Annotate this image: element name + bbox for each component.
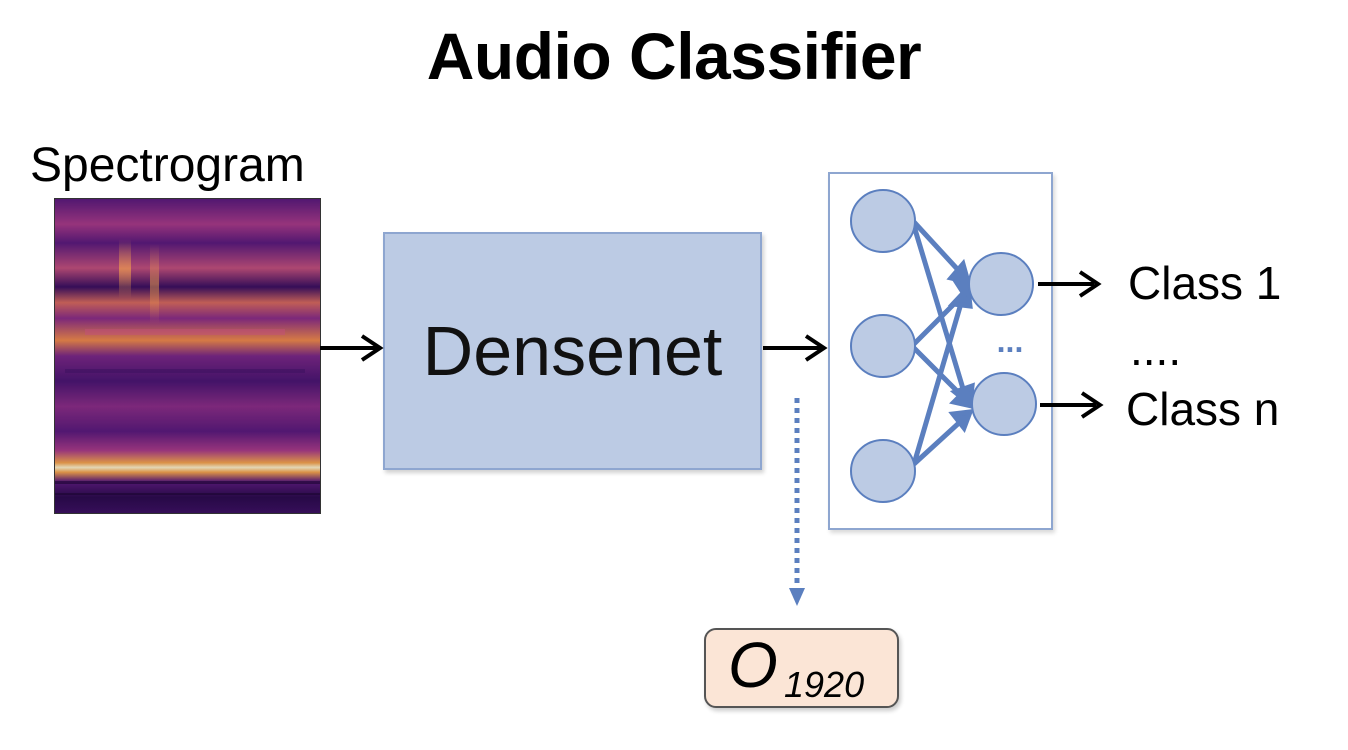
network-ellipsis: ...	[997, 323, 1024, 359]
output-node-n	[971, 372, 1037, 436]
output-subscript: 1920	[784, 664, 865, 705]
densenet-to-output-dotted-arrow	[789, 398, 805, 606]
input-node-1	[850, 189, 916, 253]
class-label-1: Class 1	[1128, 257, 1282, 309]
spectrogram-to-densenet-arrow	[320, 334, 384, 362]
output-node-1	[968, 252, 1034, 316]
output-vector-box: O 1920	[704, 628, 899, 708]
class1-arrow	[1038, 270, 1102, 298]
network-edges	[911, 220, 976, 466]
output-symbol: O	[728, 629, 778, 701]
network-nodes	[850, 189, 1037, 503]
densenet-label: Densenet	[422, 312, 723, 390]
diagram-title: Audio Classifier	[426, 19, 922, 93]
class-label-n: Class n	[1126, 383, 1280, 435]
classn-arrow	[1040, 391, 1104, 419]
densenet-to-network-arrow	[763, 334, 828, 362]
densenet-block: Densenet	[383, 232, 762, 470]
spectrogram-image	[54, 198, 321, 514]
spectrogram-label: Spectrogram	[30, 139, 305, 192]
class-label-ellipsis: ....	[1130, 323, 1182, 375]
input-node-2	[850, 314, 916, 378]
input-node-3	[850, 439, 916, 503]
